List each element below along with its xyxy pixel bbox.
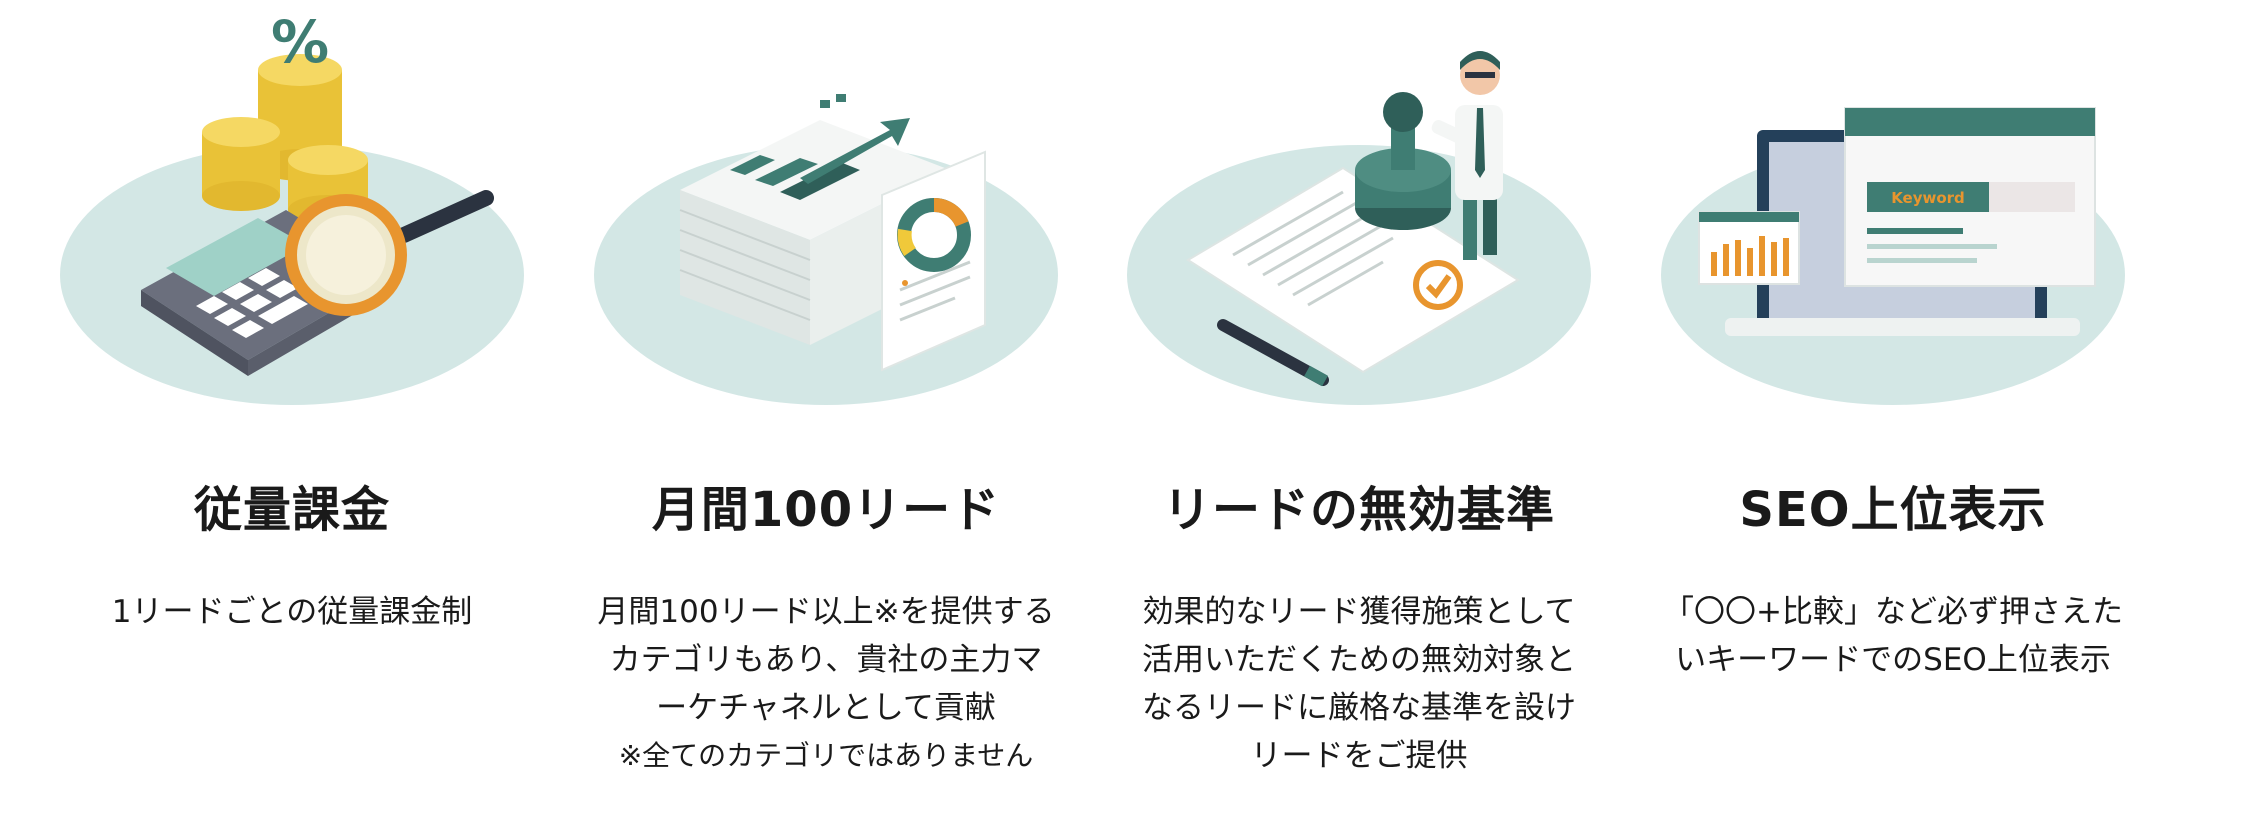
contract-stamp-illustration <box>1127 51 1591 405</box>
calculator-coins-illustration: % <box>60 8 524 405</box>
feature-title: 月間100リード <box>651 482 1001 538</box>
browser-window-icon: Keyword <box>1844 107 2096 287</box>
feature-description: 1リードごとの従量課金制 <box>111 594 473 630</box>
feature-description: 「〇〇+比較」など必ず押さえた いキーワードでのSEO上位表示 <box>1663 594 2123 678</box>
feature-card-monthly-leads: 月間100リード 月間100リード以上※を提供する カテゴリもあり、貴社の主力マ… <box>560 0 1092 838</box>
feature-note: ※全てのカテゴリではありません <box>618 739 1034 772</box>
keyword-label: Keyword <box>1891 189 1965 207</box>
laptop-keyword-illustration: Keyword <box>1661 107 2125 405</box>
stamp-icon <box>1355 92 1451 230</box>
documents-chart-illustration <box>594 94 1058 405</box>
pen-icon <box>1217 319 1329 387</box>
magnifier-icon <box>285 190 494 316</box>
feature-card-pay-per-lead: % <box>26 0 558 838</box>
feature-description: 効果的なリード獲得施策として 活用いただくための無効対象と なるリードに厳格な基… <box>1142 594 1576 774</box>
feature-title: SEO上位表示 <box>1739 482 2047 538</box>
bar-chart-icon <box>730 94 910 200</box>
feature-title: リードの無効基準 <box>1162 482 1555 538</box>
businessman-icon <box>1431 51 1503 260</box>
percent-icon: % <box>271 8 329 76</box>
feature-description: 月間100リード以上※を提供する カテゴリもあり、貴社の主力マ ーケチャネルとし… <box>560 588 1092 780</box>
report-sheet-icon <box>881 150 986 372</box>
chart-card-icon <box>1698 211 1800 285</box>
feature-title: 従量課金 <box>193 482 390 538</box>
feature-card-seo: Keyword SEO上位表示 「〇〇+比較」など必ず押さえた いキーワードでの… <box>1627 0 2159 838</box>
contract-document-icon <box>1186 166 1520 374</box>
feature-card-invalid-criteria: リードの無効基準 効果的なリード獲得施策として 活用いただくための無効対象と な… <box>1093 0 1625 838</box>
